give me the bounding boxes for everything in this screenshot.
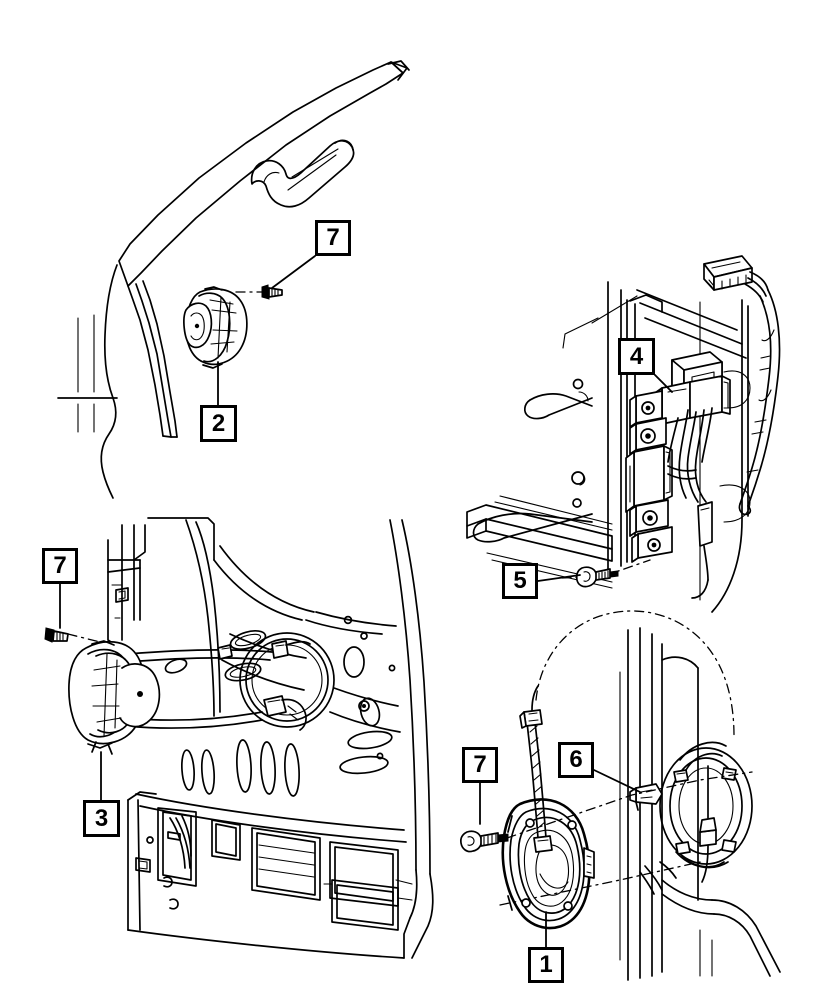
callout-5[interactable]: 5 bbox=[502, 563, 538, 599]
callout-number: 6 bbox=[569, 746, 583, 773]
callout-number: 5 bbox=[513, 567, 527, 594]
callout-number: 3 bbox=[94, 804, 109, 832]
speaker-rear-quarter bbox=[68, 640, 161, 755]
callout-number: 7 bbox=[326, 224, 340, 251]
speaker-front-pillar bbox=[183, 286, 248, 369]
callout-7-upper[interactable]: 7 bbox=[315, 220, 351, 256]
callout-number: 7 bbox=[53, 552, 67, 579]
callout-1[interactable]: 1 bbox=[528, 947, 564, 983]
rear-quarter-body-panel bbox=[107, 517, 434, 959]
assembly-axis bbox=[506, 771, 753, 839]
assembly-axis-lower bbox=[499, 861, 701, 906]
rear-door-frame-structure bbox=[466, 281, 749, 613]
callout-number: 7 bbox=[473, 751, 487, 778]
screw-actuator-mount bbox=[561, 559, 651, 588]
speaker-rear-door-oval bbox=[501, 798, 595, 930]
callout-6[interactable]: 6 bbox=[558, 742, 594, 778]
speaker-lead-wire bbox=[519, 685, 553, 853]
panel-vents bbox=[157, 807, 399, 931]
callout-4[interactable]: 4 bbox=[618, 338, 655, 375]
wiring-harness-retainer-clip bbox=[629, 783, 663, 811]
callout-number: 1 bbox=[539, 951, 553, 978]
callout-number: 2 bbox=[211, 409, 226, 437]
assist-handle bbox=[250, 139, 355, 208]
screw-rear-quarter-speaker bbox=[44, 627, 101, 643]
callout-leaders bbox=[59, 255, 673, 948]
callout-number: 4 bbox=[629, 342, 644, 370]
rear-door-structure bbox=[535, 610, 781, 981]
door-speaker-mount-hardware bbox=[673, 765, 737, 883]
screw-rear-door-speaker bbox=[459, 830, 509, 853]
callout-3[interactable]: 3 bbox=[83, 800, 120, 837]
door-lock-actuator bbox=[625, 351, 751, 599]
rear-quarter-speaker-wiring bbox=[123, 640, 311, 731]
callout-7-lower[interactable]: 7 bbox=[462, 747, 498, 783]
callout-2[interactable]: 2 bbox=[200, 405, 237, 442]
callout-7-left[interactable]: 7 bbox=[42, 548, 78, 584]
front-pillar-trim-assembly bbox=[57, 60, 410, 499]
screw-front-pillar-speaker bbox=[235, 284, 283, 300]
